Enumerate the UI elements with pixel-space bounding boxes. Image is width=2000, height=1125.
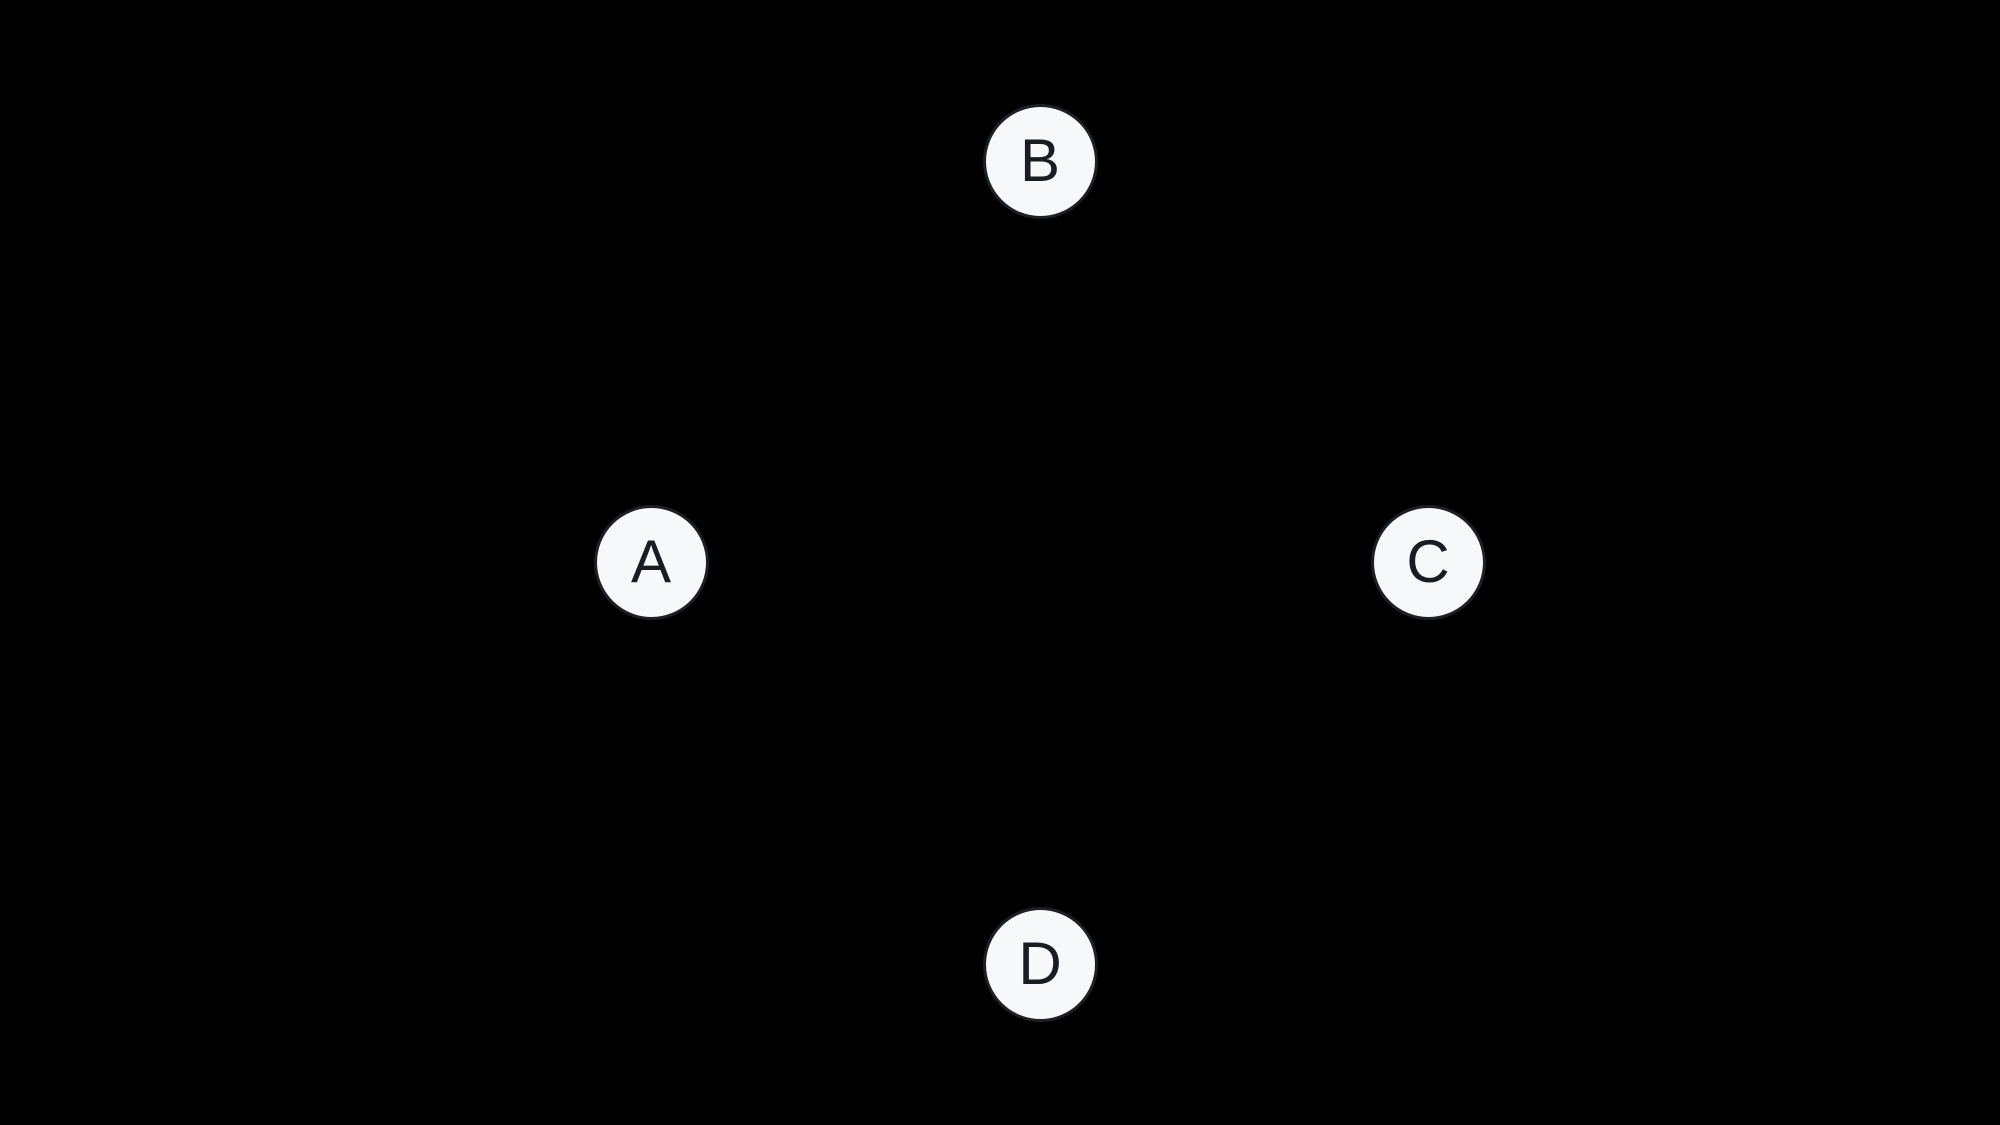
graph-node-c-label: C — [1406, 528, 1450, 595]
graph-node-a-label: A — [630, 528, 672, 595]
graph-node-d-label: D — [1018, 930, 1062, 997]
graph-node-d[interactable]: D — [982, 906, 1098, 1022]
graph-node-b-label: B — [1019, 127, 1061, 194]
graph-node-c[interactable]: C — [1370, 504, 1486, 620]
graph-node-a[interactable]: A — [593, 504, 709, 620]
graph-node-b[interactable]: B — [982, 103, 1098, 219]
